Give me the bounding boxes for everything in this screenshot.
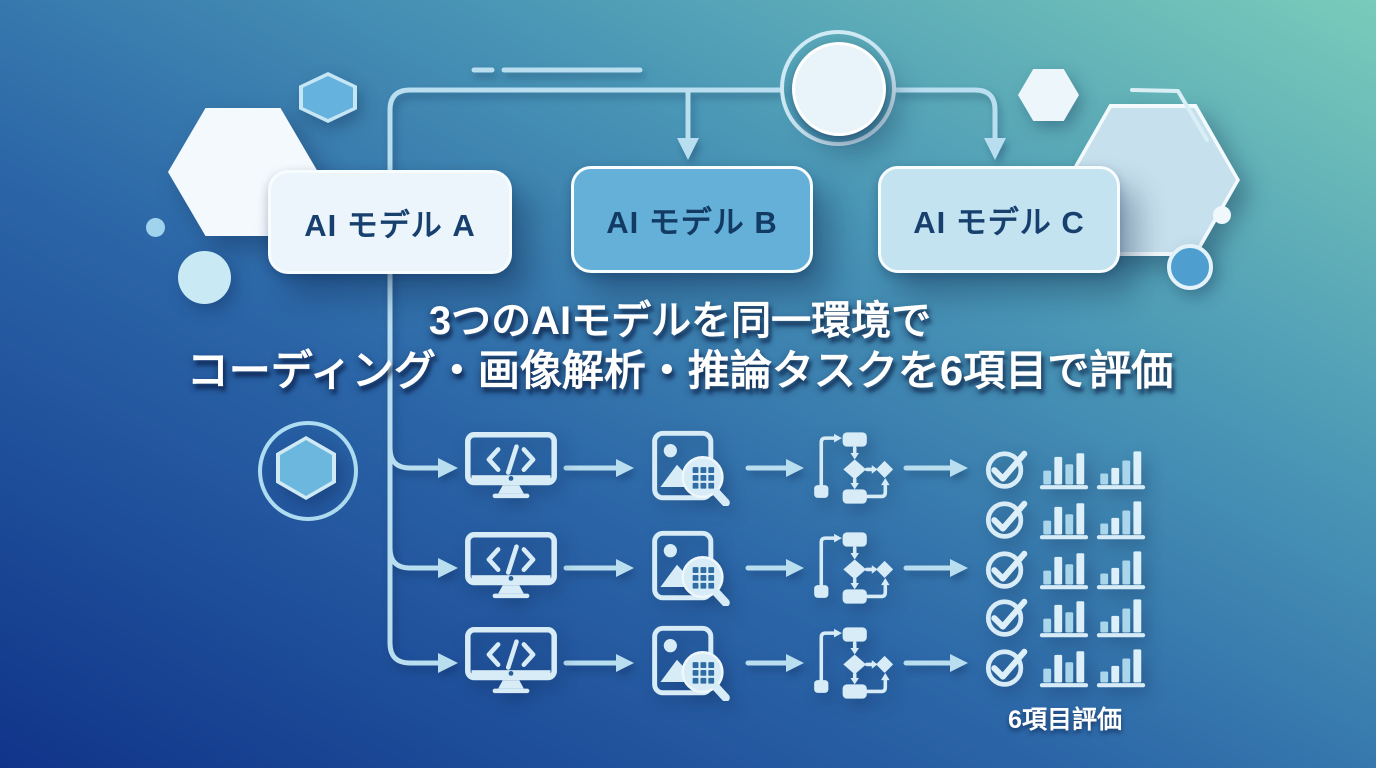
dot-decor-right-white [1213,206,1231,224]
circle-node [792,42,886,136]
check-circle-icon [984,445,1032,490]
dot-decor-left-large [178,251,231,304]
evaluation-row [984,444,1146,490]
bar-chart-icon [1096,551,1146,590]
model-a-box: AI モデル A [268,170,512,274]
hexagon-ring-emblem [258,421,358,521]
circle-node-ring [780,30,896,146]
bar-chart-icon [1096,451,1146,490]
hexagon-decor-topright-small [1018,69,1079,121]
flowchart-icon [806,431,902,505]
bar-chart-icon [1039,503,1089,540]
flowchart-icon [806,626,902,700]
title-line-1: 3つのAIモデルを同一環境で [428,299,932,343]
hexagon-emblem-icon [276,436,336,500]
model-b-box: AI モデル B [571,166,813,273]
code-monitor-icon [465,432,557,500]
bar-chart-icon [1039,651,1089,688]
evaluation-row [984,592,1146,638]
bar-chart-icon [1039,601,1089,638]
hexagon-decor-left-small [299,72,357,123]
image-magnifier-icon [644,430,738,506]
check-circle-icon [984,545,1032,590]
title-line-2: コーディング・画像解析・推論タスクを6項目で評価 [186,347,1174,394]
model-b-label: AI モデル B [606,205,778,240]
model-c-box: AI モデル C [878,166,1120,273]
code-monitor-icon [465,627,557,695]
image-magnifier-icon [644,530,738,606]
evaluation-row [984,494,1146,540]
bar-chart-icon [1039,553,1089,590]
model-c-label: AI モデル C [913,205,1085,240]
bar-chart-icon [1096,649,1146,688]
dot-decor-left-small [146,218,165,237]
check-circle-icon [984,593,1032,638]
bar-chart-icon [1039,453,1089,490]
code-monitor-icon [465,532,557,600]
image-magnifier-icon [644,625,738,701]
bar-chart-icon [1096,599,1146,638]
evaluation-count-label: 6項目評価 [1008,706,1122,734]
main-title: 3つのAIモデルを同一環境で コーディング・画像解析・推論タスクを6項目で評価 [100,297,1260,397]
check-circle-icon [984,643,1032,688]
evaluation-row [984,544,1146,590]
check-circle-icon [984,495,1032,540]
evaluation-row [984,642,1146,688]
circle-decor-right-blue [1167,244,1213,290]
bar-chart-icon [1096,501,1146,540]
flowchart-icon [806,531,902,605]
model-a-label: AI モデル A [304,207,476,243]
